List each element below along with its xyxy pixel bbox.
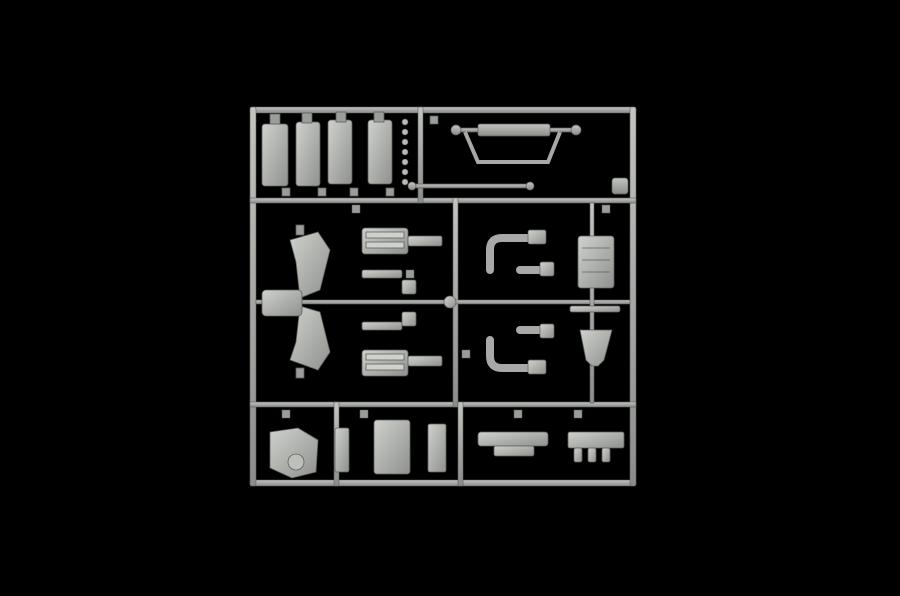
axle-linkage	[407, 115, 629, 195]
chain-part	[401, 118, 409, 186]
exhaust-tips	[527, 229, 555, 375]
bracket-parts	[261, 224, 331, 379]
engine-blocks	[361, 227, 457, 377]
exhaust-pipes	[486, 234, 544, 372]
sprue-frame	[249, 106, 637, 487]
gearbox-parts	[269, 419, 447, 479]
cylinder-head	[569, 235, 621, 367]
sprue-gates	[281, 204, 611, 419]
manifold-parts	[477, 431, 625, 463]
tank-parts	[261, 111, 395, 197]
